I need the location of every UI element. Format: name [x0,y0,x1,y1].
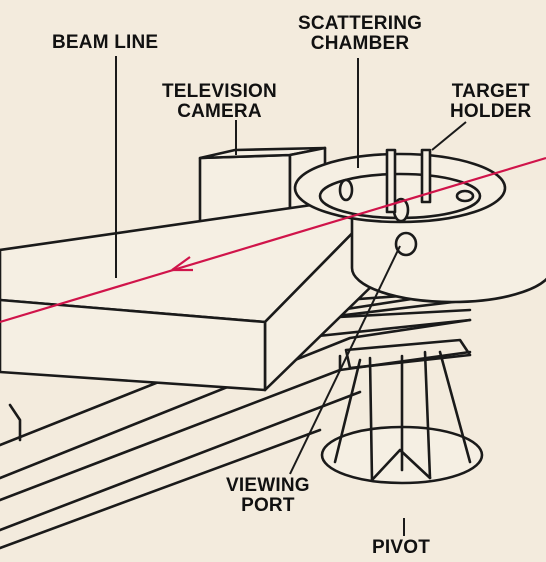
label-target-holder: TARGET HOLDER [450,81,532,122]
label-scattering-chamber: SCATTERING CHAMBER [298,13,423,54]
label-television-camera: TELEVISION CAMERA [162,81,277,122]
leader-lines [115,56,467,536]
label-viewing-port: VIEWING PORT [226,475,310,516]
label-beam-line: BEAM LINE [52,32,159,53]
television-camera [198,146,327,228]
beam-path [0,156,546,324]
scattering-chamber [293,152,546,304]
pivot-stand [320,338,484,485]
target-holder [385,148,432,214]
label-pivot: PIVOT [372,537,431,558]
